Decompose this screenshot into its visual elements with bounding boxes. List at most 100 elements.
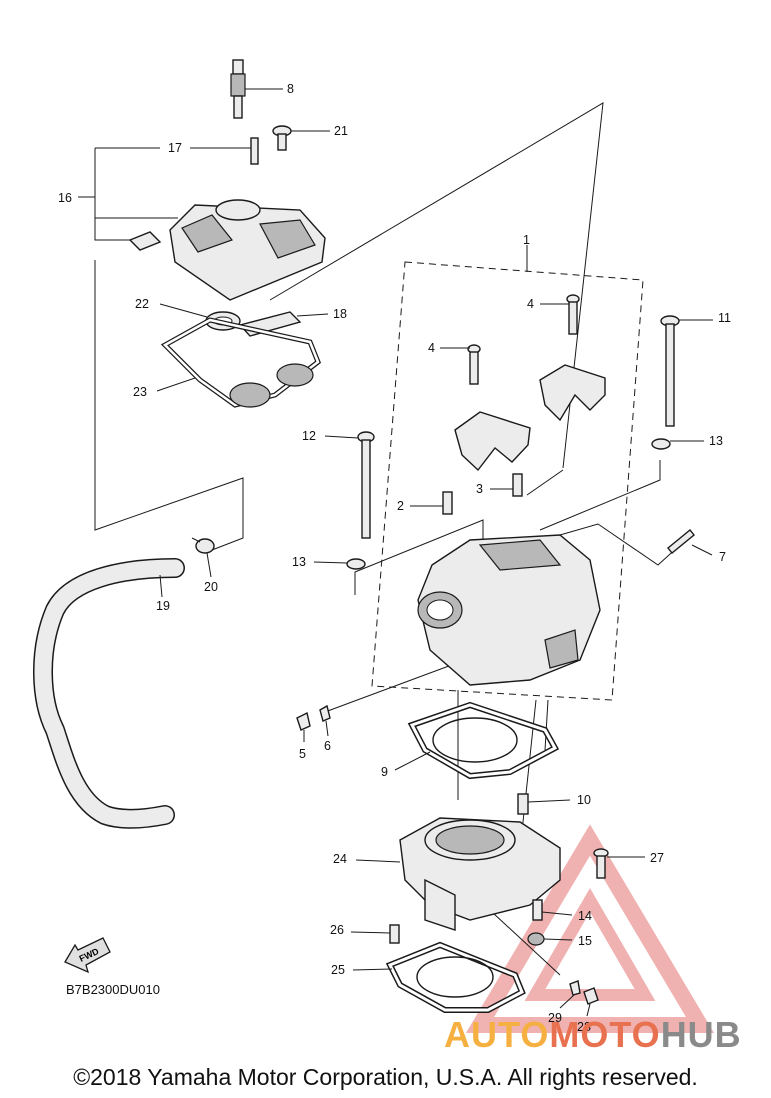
callout-number: 5 <box>299 747 306 761</box>
bolt-5 <box>296 711 311 731</box>
callout-9: 9 <box>381 751 431 779</box>
copyright-notice: ©2018 Yamaha Motor Corporation, U.S.A. A… <box>73 1064 698 1090</box>
callout-13b: 13 <box>292 555 348 569</box>
callout-17: 17 <box>95 141 251 155</box>
callout-number: 20 <box>204 580 218 594</box>
bolt-21 <box>272 125 292 151</box>
callout-4b: 4 <box>428 341 470 355</box>
watermark-brand: AUTOMOTOHUB <box>444 1014 742 1056</box>
callout-13a: 13 <box>670 434 723 448</box>
callout-number: 3 <box>476 482 483 496</box>
callout-number: 17 <box>168 141 182 155</box>
dowel-10 <box>517 793 529 815</box>
callout-number: 7 <box>719 550 726 564</box>
callout-number: 19 <box>156 599 170 613</box>
diagram-code: B7B2300DU010 <box>66 982 160 997</box>
callout-12: 12 <box>302 429 359 443</box>
callout-28: 28 <box>577 1003 591 1034</box>
callout-number: 21 <box>334 124 348 138</box>
dowel-26 <box>389 924 400 944</box>
cylinder-head-cover <box>128 199 326 301</box>
callout-number: 26 <box>330 923 344 937</box>
callout-number: 10 <box>577 793 591 807</box>
callout-7: 7 <box>691 544 726 564</box>
callout-4a: 4 <box>527 297 569 311</box>
cylinder <box>399 817 561 931</box>
callout-number: 13 <box>292 555 306 569</box>
bolt-12 <box>357 431 375 539</box>
callout-number: 14 <box>578 909 592 923</box>
callout-number: 22 <box>135 297 149 311</box>
head-gasket <box>407 701 560 780</box>
plug-6 <box>319 704 331 722</box>
callout-number: 24 <box>333 852 347 866</box>
plug-29 <box>569 980 581 996</box>
callout-number: 2 <box>397 499 404 513</box>
callout-number: 9 <box>381 765 388 779</box>
callout-1: 1 <box>523 233 530 272</box>
callout-21: 21 <box>291 124 348 138</box>
callout-15: 15 <box>543 934 592 948</box>
camshaft-cap-a <box>539 364 606 422</box>
callout-number: 29 <box>548 1011 562 1025</box>
callout-number: 25 <box>331 963 345 977</box>
callout-26: 26 <box>330 923 391 937</box>
watermark-part-hub: HUB <box>660 1014 742 1055</box>
washer-13b <box>346 558 366 570</box>
callout-number: 8 <box>287 82 294 96</box>
bolt-28 <box>583 987 599 1005</box>
callout-number: 27 <box>650 851 664 865</box>
callout-number: 1 <box>523 233 530 247</box>
head-cover-gasket <box>160 317 322 408</box>
parts-diagram: FWD 1 2 3 4 4 5 6 7 8 9 10 <box>33 59 731 1034</box>
dowel-2 <box>442 491 453 515</box>
cylinder-head <box>417 534 601 686</box>
callout-number: 4 <box>527 297 534 311</box>
callout-24: 24 <box>333 852 401 866</box>
callout-number: 11 <box>718 311 731 325</box>
callout-number: 6 <box>324 739 331 753</box>
callout-16: 16 <box>58 191 95 205</box>
callout-number: 4 <box>428 341 435 355</box>
callout-22: 22 <box>135 297 208 318</box>
callout-8: 8 <box>245 82 294 96</box>
washer-13a <box>651 438 671 450</box>
dowel-14 <box>532 899 543 921</box>
spark-plug <box>230 59 246 119</box>
callout-14: 14 <box>541 909 592 923</box>
callout-6: 6 <box>324 720 331 753</box>
callout-27: 27 <box>607 851 664 865</box>
nut-15 <box>527 932 545 946</box>
pin-7 <box>667 529 695 554</box>
callout-10: 10 <box>527 793 591 807</box>
callout-20: 20 <box>204 552 218 594</box>
callout-23: 23 <box>133 377 196 399</box>
callout-number: 15 <box>578 934 592 948</box>
callout-29: 29 <box>548 994 575 1025</box>
callout-number: 18 <box>333 307 347 321</box>
camshaft-cap-b <box>454 411 531 472</box>
watermark-part-auto: AUTO <box>444 1014 550 1055</box>
callout-11: 11 <box>679 311 731 325</box>
callout-25: 25 <box>331 963 393 977</box>
callout-number: 12 <box>302 429 316 443</box>
watermark-part-moto: MOTO <box>549 1014 661 1055</box>
callout-number: 28 <box>577 1020 591 1034</box>
callout-19: 19 <box>156 574 170 613</box>
fwd-arrow-icon: FWD <box>64 937 111 974</box>
callout-2: 2 <box>397 499 443 513</box>
dowel-3 <box>512 473 523 497</box>
callout-number: 13 <box>709 434 723 448</box>
clamp-20 <box>191 537 215 554</box>
callout-number: 16 <box>58 191 72 205</box>
stud-17 <box>250 137 259 165</box>
callout-3: 3 <box>476 482 513 496</box>
bolt-27 <box>593 848 609 879</box>
callout-18: 18 <box>296 307 347 321</box>
bolt-11 <box>660 315 680 427</box>
base-gasket <box>385 941 526 1013</box>
hose-19 <box>33 558 185 829</box>
bolt-4b <box>467 344 481 385</box>
callout-5: 5 <box>299 730 306 761</box>
assembly-boundary <box>371 261 644 701</box>
